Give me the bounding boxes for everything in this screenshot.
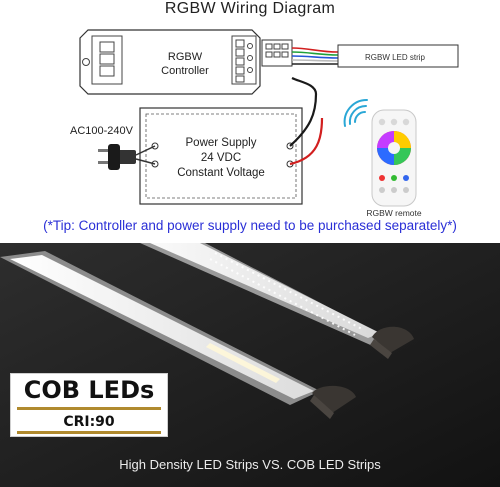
led-comparison-photo: COB LEDs CRI:90 High Density LED Strips … (0, 243, 500, 487)
purchase-tip: (*Tip: Controller and power supply need … (43, 218, 457, 233)
led-strip (337, 44, 459, 68)
wiring-diagram: RGBW Controller RGBW (70, 29, 459, 218)
power-supply-line2: 24 VDC (201, 152, 241, 164)
high-density-led-strip (140, 243, 390, 347)
led-strips-illustration (0, 243, 500, 487)
wiring-diagram-panel: RGBW Wiring Diagram RGBW C (0, 0, 500, 243)
strip-connector (261, 39, 293, 67)
high-density-end-cap (370, 326, 414, 359)
controller-box (79, 29, 261, 95)
power-supply-line3: Constant Voltage (177, 167, 265, 179)
rgbw-remote (371, 109, 417, 207)
ac-plug (98, 144, 156, 170)
cob-badge-title: COB LEDs (23, 376, 155, 404)
ac-input-label: AC100-240V (70, 125, 134, 137)
cob-badge-divider-top (17, 407, 161, 410)
controller-label-line2: Controller (161, 65, 209, 77)
wireless-signal-icon (343, 98, 368, 127)
power-supply-line1: Power Supply (186, 137, 257, 149)
controller-label-line1: RGBW (168, 51, 203, 63)
cob-end-cap (310, 385, 356, 419)
dc-wires (289, 77, 324, 166)
comparison-caption: High Density LED Strips VS. COB LED Stri… (119, 457, 381, 472)
diagram-title: RGBW Wiring Diagram (164, 0, 336, 17)
remote-label: RGBW remote (366, 208, 422, 218)
cob-badge: COB LEDs CRI:90 (10, 373, 168, 437)
cob-badge-divider-bottom (17, 431, 161, 434)
cob-badge-subtitle: CRI:90 (63, 414, 115, 430)
led-strip-label: RGBW LED strip (365, 53, 426, 62)
strip-wires (291, 47, 339, 65)
cob-led-strip (0, 251, 320, 405)
